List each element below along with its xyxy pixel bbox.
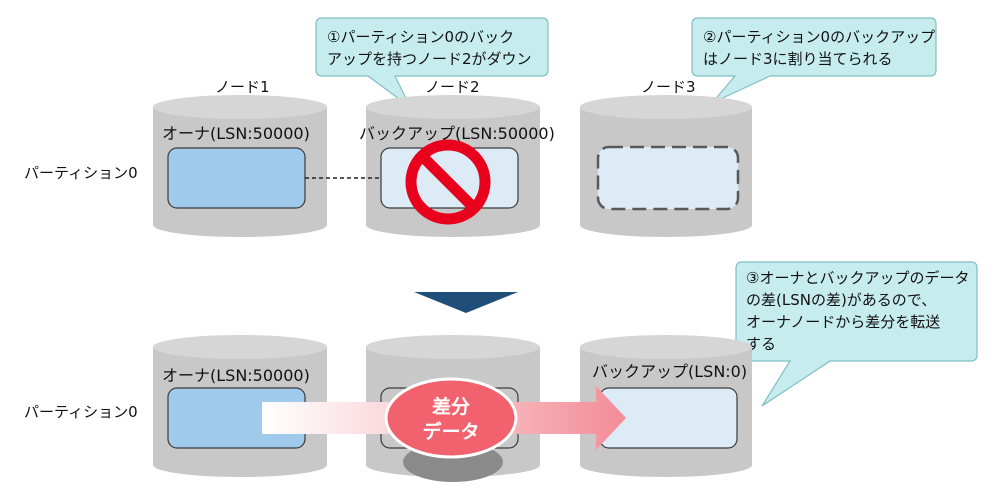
node-1-owner-label-bottom: オーナ(LSN:50000) [162, 366, 310, 385]
diff-data-badge: 差分 データ [384, 377, 518, 459]
new-backup-placeholder [596, 145, 740, 211]
callout-3-line-1: ③オーナとバックアップのデータ [746, 269, 969, 287]
node-3-cylinder-bottom: バックアップ(LSN:0) [580, 335, 752, 477]
callout-2-line-1: ②パーティション0のバックアップ [703, 28, 935, 46]
callout-2: ②パーティション0のバックアップ はノード3に割り当てられる [691, 17, 937, 104]
row-label-top: パーティション0 [24, 164, 138, 182]
node-1-cylinder-top: オーナ(LSN:50000) [153, 95, 327, 237]
node-3-label: ノード3 [641, 78, 696, 96]
node-2-label: ノード2 [425, 78, 480, 96]
diff-line-2: データ [422, 420, 479, 443]
callout-3-line-2: の差(LSNの差)があるので、 [746, 291, 936, 309]
callout-1-line-1: ①パーティション0のバック [327, 28, 514, 46]
callout-1-line-2: アップを持つノード2がダウン [327, 50, 532, 68]
callout-2-line-2: はノード3に割り当てられる [703, 50, 893, 68]
node-1-label: ノード1 [215, 78, 270, 96]
callout-3: ③オーナとバックアップのデータ の差(LSNの差)があるので、 オーナノードから… [735, 261, 978, 407]
node-3-backup-label: バックアップ(LSN:0) [592, 362, 747, 381]
callout-3-line-3: オーナノードから差分を転送 [746, 313, 940, 331]
row-label-bottom: パーティション0 [24, 403, 138, 421]
node-3-cylinder-top [580, 95, 752, 237]
prohibited-icon [405, 139, 491, 225]
diff-line-1: 差分 [432, 395, 470, 418]
node-1-owner-label: オーナ(LSN:50000) [162, 124, 310, 143]
owner-partition-box [167, 147, 306, 209]
callout-1: ①パーティション0のバック アップを持つノード2がダウン [315, 17, 549, 108]
down-arrow [414, 292, 518, 313]
callout-3-line-4: する [746, 335, 776, 353]
node-2-backup-label: バックアップ(LSN:50000) [359, 124, 555, 143]
